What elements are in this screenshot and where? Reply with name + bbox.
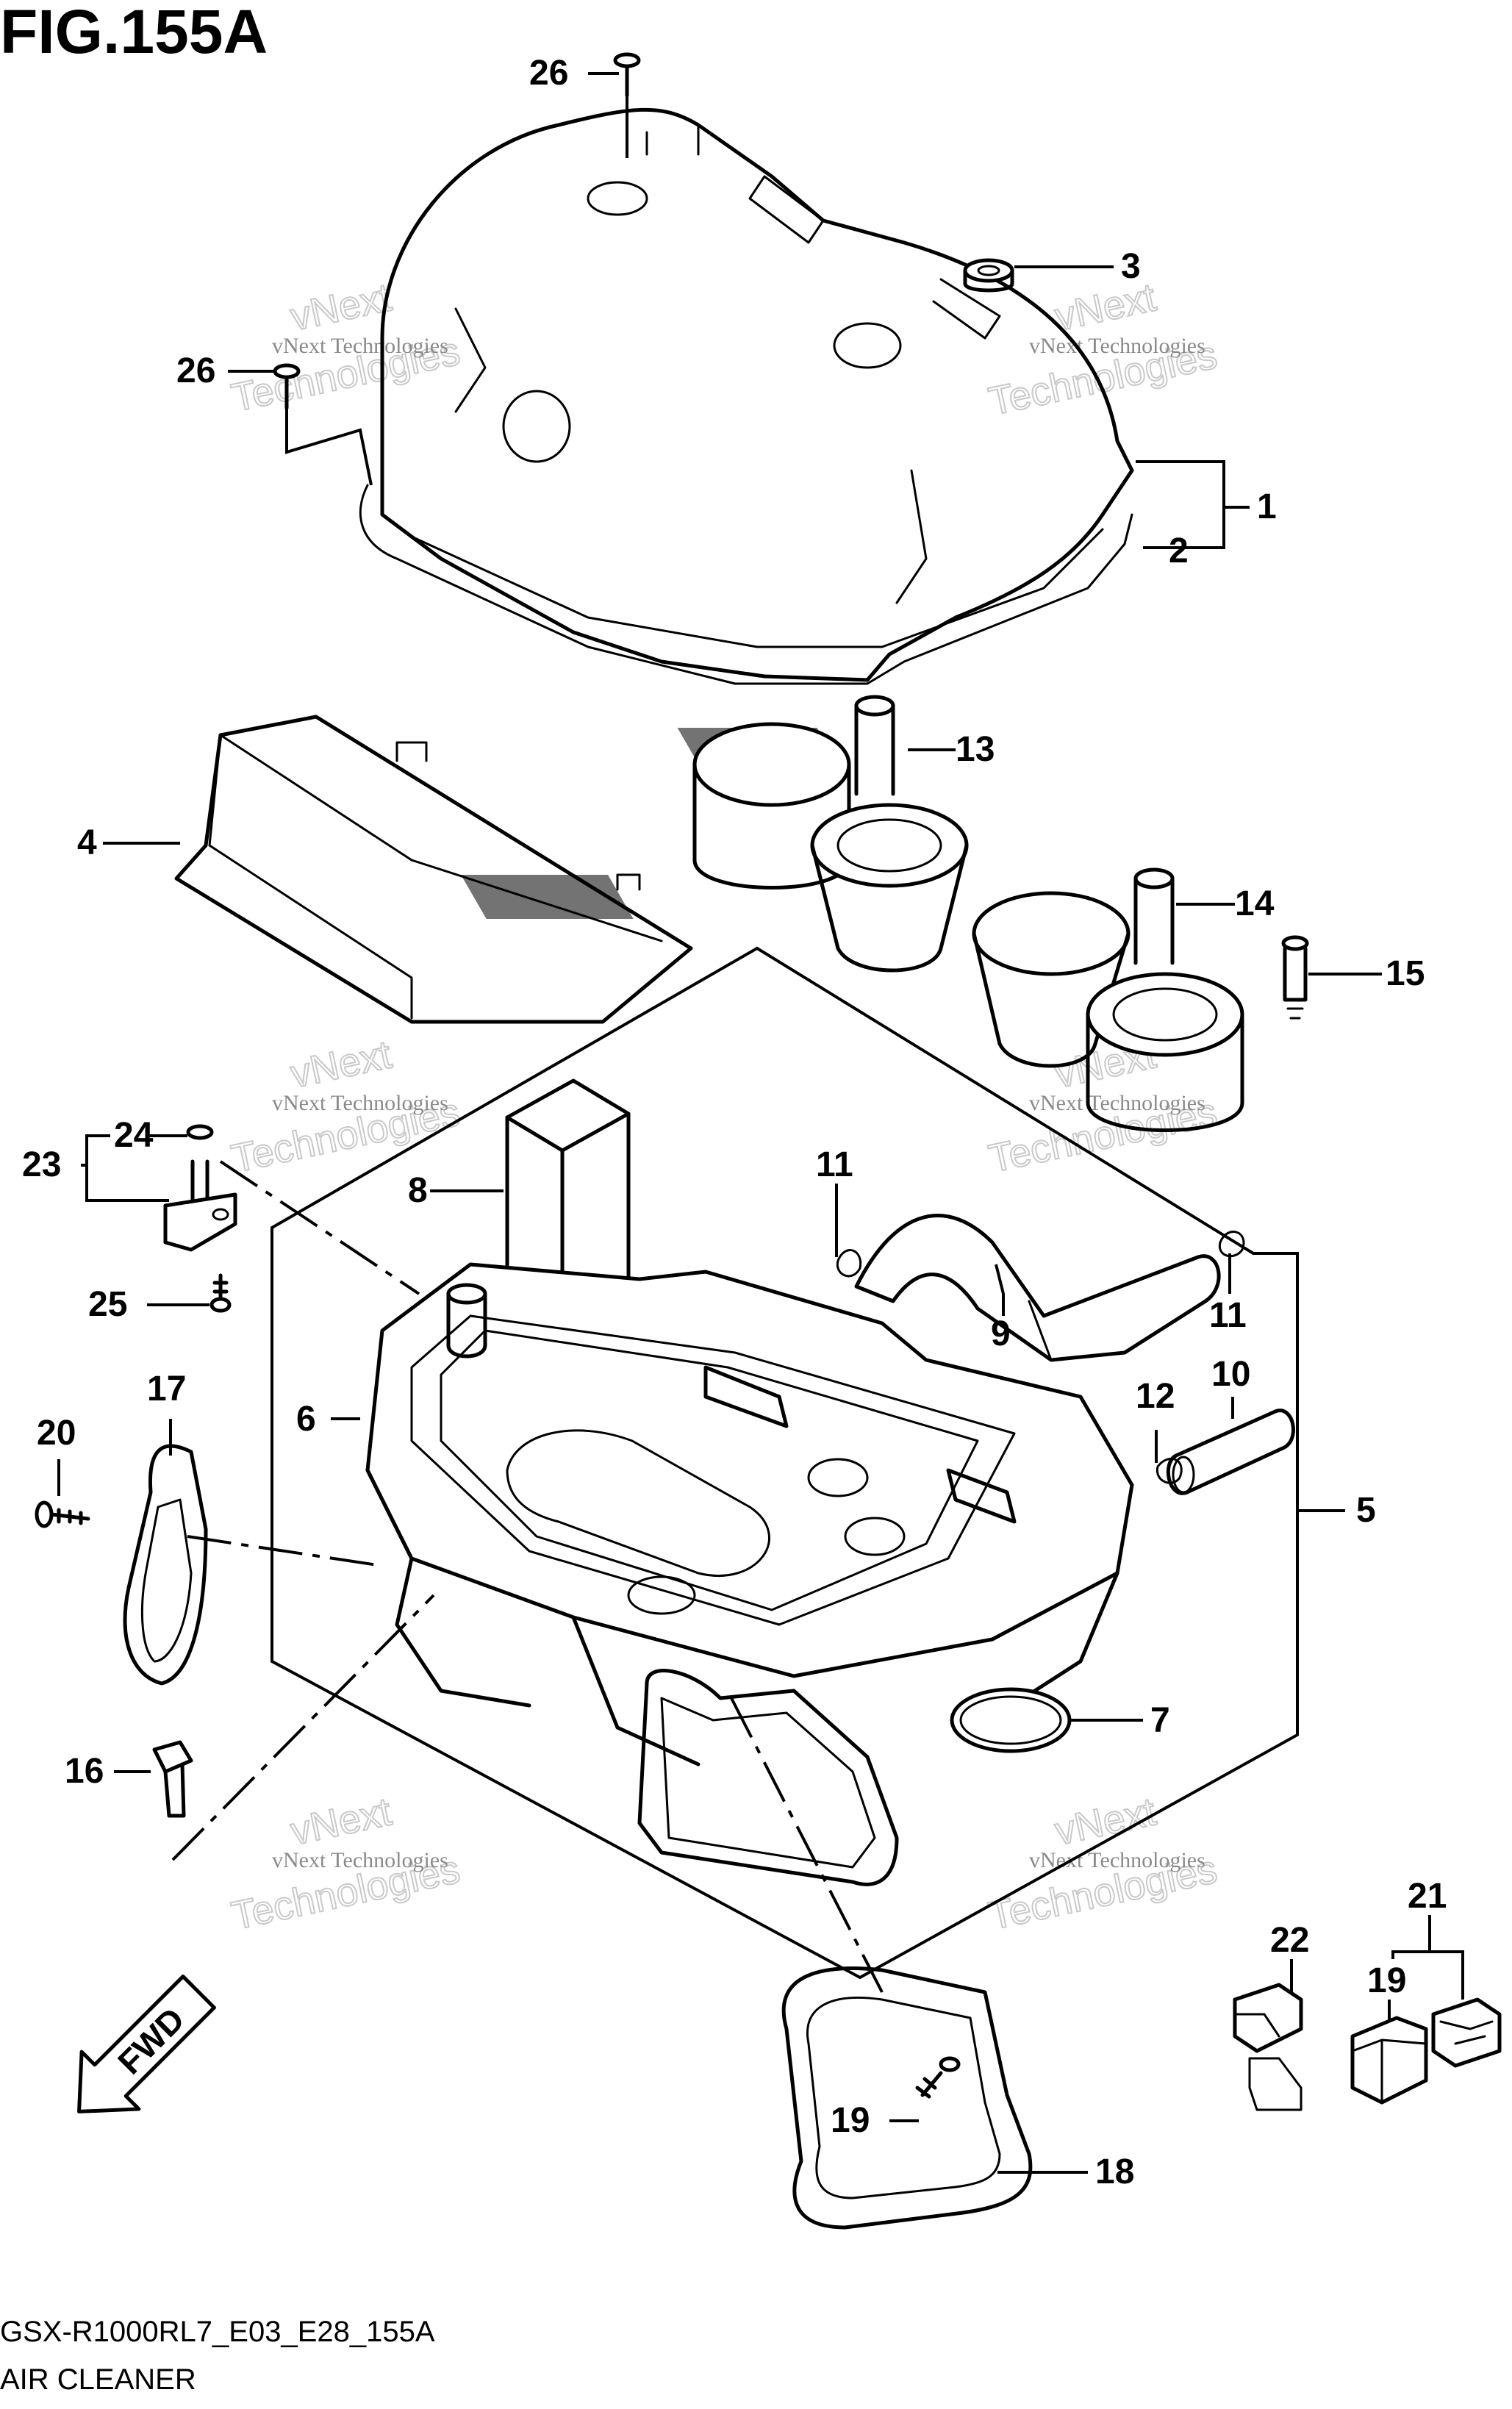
callout-24: 24 <box>114 1116 154 1155</box>
callout-8: 8 <box>408 1171 428 1210</box>
svg-text:vNext Technologies: vNext Technologies <box>272 1848 448 1872</box>
clip-11-left <box>836 1249 862 1278</box>
connector-20 <box>1431 1997 1502 2068</box>
callout-25: 25 <box>88 1285 127 1324</box>
svg-text:vNext: vNext <box>287 1032 395 1096</box>
svg-text:vNext: vNext <box>287 1789 395 1853</box>
svg-text:vNext Technologies: vNext Technologies <box>1029 1091 1205 1115</box>
callout-16: 16 <box>65 1752 104 1791</box>
connector-21 <box>1350 2016 1428 2105</box>
dashed-alignment-lines <box>171 1160 884 1993</box>
screw-25 <box>209 1273 232 1313</box>
bolt-16 <box>152 1740 193 1818</box>
callout-labels: 26 3 26 1 2 13 14 15 4 24 23 8 11 25 9 1… <box>22 54 1447 2191</box>
callout-3: 3 <box>1121 247 1141 286</box>
screw-15 <box>1281 935 1309 1020</box>
callout-12: 12 <box>1136 1377 1175 1416</box>
screw-19-bottom <box>915 2056 961 2099</box>
watermark-mid-left: vNext Technologies vNext Technologies <box>227 1031 465 1181</box>
callout-23: 23 <box>22 1145 61 1184</box>
callout-11-right: 11 <box>1209 1296 1247 1335</box>
watermark-top-right: vNext Technologies vNext Technologies <box>984 274 1222 424</box>
leader-lines <box>57 72 1464 2174</box>
callout-7: 7 <box>1150 1701 1170 1740</box>
callout-6: 6 <box>296 1400 316 1439</box>
callout-15: 15 <box>1386 954 1425 993</box>
tube-10 <box>1166 1408 1295 1495</box>
assembly-outline-5 <box>270 946 1299 1980</box>
callout-20: 21 <box>1408 1877 1447 1916</box>
screw-19-left <box>35 1500 90 1528</box>
callout-13: 13 <box>956 730 995 769</box>
connector-22 <box>1233 1983 1303 2111</box>
callout-26-left: 26 <box>176 351 215 390</box>
clip-12 <box>1156 1457 1183 1484</box>
drain-hose <box>854 1214 1221 1362</box>
watermark-bottom-left: vNext Technologies vNext Technologies <box>227 1789 465 1939</box>
velocity-funnel-13 <box>692 695 969 973</box>
svg-text:vNext Technologies: vNext Technologies <box>272 334 448 358</box>
screw-top <box>613 52 641 98</box>
grommet <box>963 258 1014 293</box>
section-name: AIR CLEANER <box>0 2363 196 2396</box>
callout-22: 22 <box>1270 1921 1309 1960</box>
screw-left <box>273 363 301 410</box>
model-code: GSX-R1000RL7_E03_E28_155A <box>0 2316 435 2348</box>
callout-18: 18 <box>1095 2152 1134 2191</box>
svg-text:vNext: vNext <box>1051 275 1160 339</box>
callout-2: 2 <box>1169 531 1189 570</box>
svg-text:vNext: vNext <box>287 275 395 339</box>
velocity-funnel-14 <box>972 867 1244 1132</box>
callout-26-top: 26 <box>529 54 568 93</box>
callout-19-left: 20 <box>37 1414 76 1453</box>
callout-9: 9 <box>991 1314 1011 1353</box>
air-cleaner-cover <box>359 107 1134 685</box>
callout-11-left: 11 <box>816 1145 853 1184</box>
callout-19-bottom: 19 <box>831 2101 870 2140</box>
forward-direction-arrow: FWD <box>77 1975 216 2113</box>
air-duct-18 <box>637 1669 1033 2230</box>
o-ring <box>950 1687 1072 1753</box>
callout-21: 19 <box>1367 1961 1406 2000</box>
callout-4: 4 <box>77 823 97 862</box>
duct-seal-17 <box>123 1444 208 1686</box>
svg-text:vNext Technologies: vNext Technologies <box>272 1091 448 1115</box>
callout-10: 10 <box>1211 1355 1250 1394</box>
callout-17: 17 <box>147 1370 186 1408</box>
watermark-bottom-right: vNext Technologies vNext Technologies <box>984 1789 1222 1939</box>
callout-14: 14 <box>1235 884 1275 923</box>
clip-11-right <box>1218 1231 1245 1258</box>
air-cleaner-case <box>365 1262 1134 1767</box>
figure-title: FIG.155A <box>0 0 268 66</box>
watermark-top-left: vNext Technologies vNext Technologies <box>227 274 465 420</box>
callout-5: 5 <box>1356 1491 1376 1530</box>
sensor-bracket-23 <box>163 1124 237 1252</box>
svg-text:vNext Technologies: vNext Technologies <box>1029 334 1205 358</box>
callout-1: 1 <box>1257 487 1277 526</box>
